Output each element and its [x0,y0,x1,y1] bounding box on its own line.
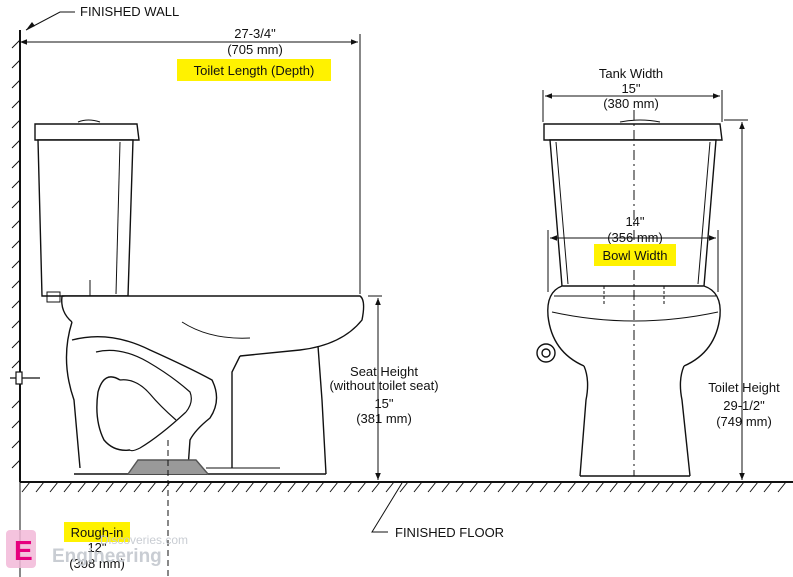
floor-hatch-mark [581,481,591,493]
floor-hatch-mark [525,481,535,493]
bowl-width-title: Bowl Width [602,248,667,263]
floor-hatch-mark [119,481,129,493]
floor-hatch-mark [329,481,339,493]
floor-hatch-mark [315,481,325,493]
rough-in-title: Rough-in [71,525,124,540]
floor-hatch-mark [707,481,717,493]
floor-hatch-mark [133,481,143,493]
floor-hatch-mark [175,481,185,493]
toilet-height-inches: 29-1/2" [723,398,765,413]
tank-width-dimension [542,90,723,122]
length-mm: (705 mm) [227,42,283,57]
seat-height-note: (without toilet seat) [329,378,438,393]
tank-width-mm: (380 mm) [603,96,659,111]
toilet-front-view [536,110,723,477]
watermark: E Discoveries.com Engineering [6,530,188,568]
seat-height-title: Seat Height [350,364,418,379]
floor-hatch-mark [371,481,381,493]
watermark-logo-letter: E [14,535,33,566]
floor-hatch-mark [483,481,493,493]
floor-hatch-mark [77,481,87,493]
floor-hatch-mark [273,481,283,493]
floor-hatch-mark [63,481,73,493]
floor-hatch-mark [609,481,619,493]
floor-hatch-mark [357,481,367,493]
bowl-width-inches: 14" [625,214,644,229]
bowl-width-mm: (356 mm) [607,230,663,245]
floor-hatch-mark [385,481,395,493]
floor-hatch-mark [301,481,311,493]
finished-floor-label: FINISHED FLOOR [395,525,504,540]
floor-hatch-mark [567,481,577,493]
seat-height-mm: (381 mm) [356,411,412,426]
floor-hatch-mark [693,481,703,493]
finished-wall [11,30,21,482]
finished-wall-label: FINISHED WALL [80,4,179,19]
floor-hatch-mark [441,481,451,493]
bowl-width-highlight [594,244,676,266]
length-dimension [20,34,361,294]
floor-hatch-mark [539,481,549,493]
seat-height-dimension [368,295,382,480]
floor-hatch-mark [637,481,647,493]
floor-hatch-mark [749,481,759,493]
toilet-height-mm: (749 mm) [716,414,772,429]
toilet-height-dimension [724,119,748,480]
floor-hatch-mark [105,481,115,493]
finished-floor-callout [371,482,403,533]
floor-hatch-mark [287,481,297,493]
floor-hatch-mark [231,481,241,493]
floor-hatch-mark [427,481,437,493]
seat-height-inches: 15" [374,396,393,411]
floor-hatch-mark [511,481,521,493]
floor-hatch-mark [651,481,661,493]
toilet-side-view [34,119,365,475]
floor-hatch-mark [21,481,31,493]
toilet-height-title: Toilet Height [708,380,780,395]
watermark-brand: Engineering [52,546,162,567]
floor-hatch-mark [595,481,605,493]
floor-hatch-mark [469,481,479,493]
floor-hatch-mark [763,481,773,493]
floor-hatch-mark [497,481,507,493]
length-inches: 27-3/4" [234,26,276,41]
floor-hatch-mark [189,481,199,493]
length-highlight [177,59,331,81]
floor-hatch-mark [735,481,745,493]
finished-wall-callout [25,11,75,31]
bowl-width-dimension [547,230,719,292]
tank-width-title: Tank Width [599,66,663,81]
watermark-site: Discoveries.com [100,533,188,547]
floor-hatch-mark [679,481,689,493]
floor-hatch-mark [413,481,423,493]
floor-hatch-mark [91,481,101,493]
floor-hatch-mark [553,481,563,493]
floor-hatch-mark [245,481,255,493]
watermark-logo-icon [6,530,36,568]
floor-hatch-mark [665,481,675,493]
rough-in-inches: 12" [87,540,106,555]
floor-hatch-mark [721,481,731,493]
floor-hatch-mark [49,481,59,493]
floor-hatch-mark [259,481,269,493]
floor-hatch-mark [343,481,353,493]
rough-in-highlight [64,522,130,542]
finished-floor [20,481,793,493]
floor-hatch-mark [777,481,787,493]
rough-in-mm: (308 mm) [69,556,125,571]
floor-hatch-mark [203,481,213,493]
floor-hatch-mark [35,481,45,493]
floor-hatch-mark [147,481,157,493]
tank-width-inches: 15" [621,81,640,96]
length-title: Toilet Length (Depth) [194,63,315,78]
floor-hatch-mark [623,481,633,493]
supply-valve [10,371,40,385]
floor-hatch-mark [161,481,171,493]
floor-hatch-mark [455,481,465,493]
floor-hatch-mark [399,481,409,493]
floor-hatch-mark [217,481,227,493]
